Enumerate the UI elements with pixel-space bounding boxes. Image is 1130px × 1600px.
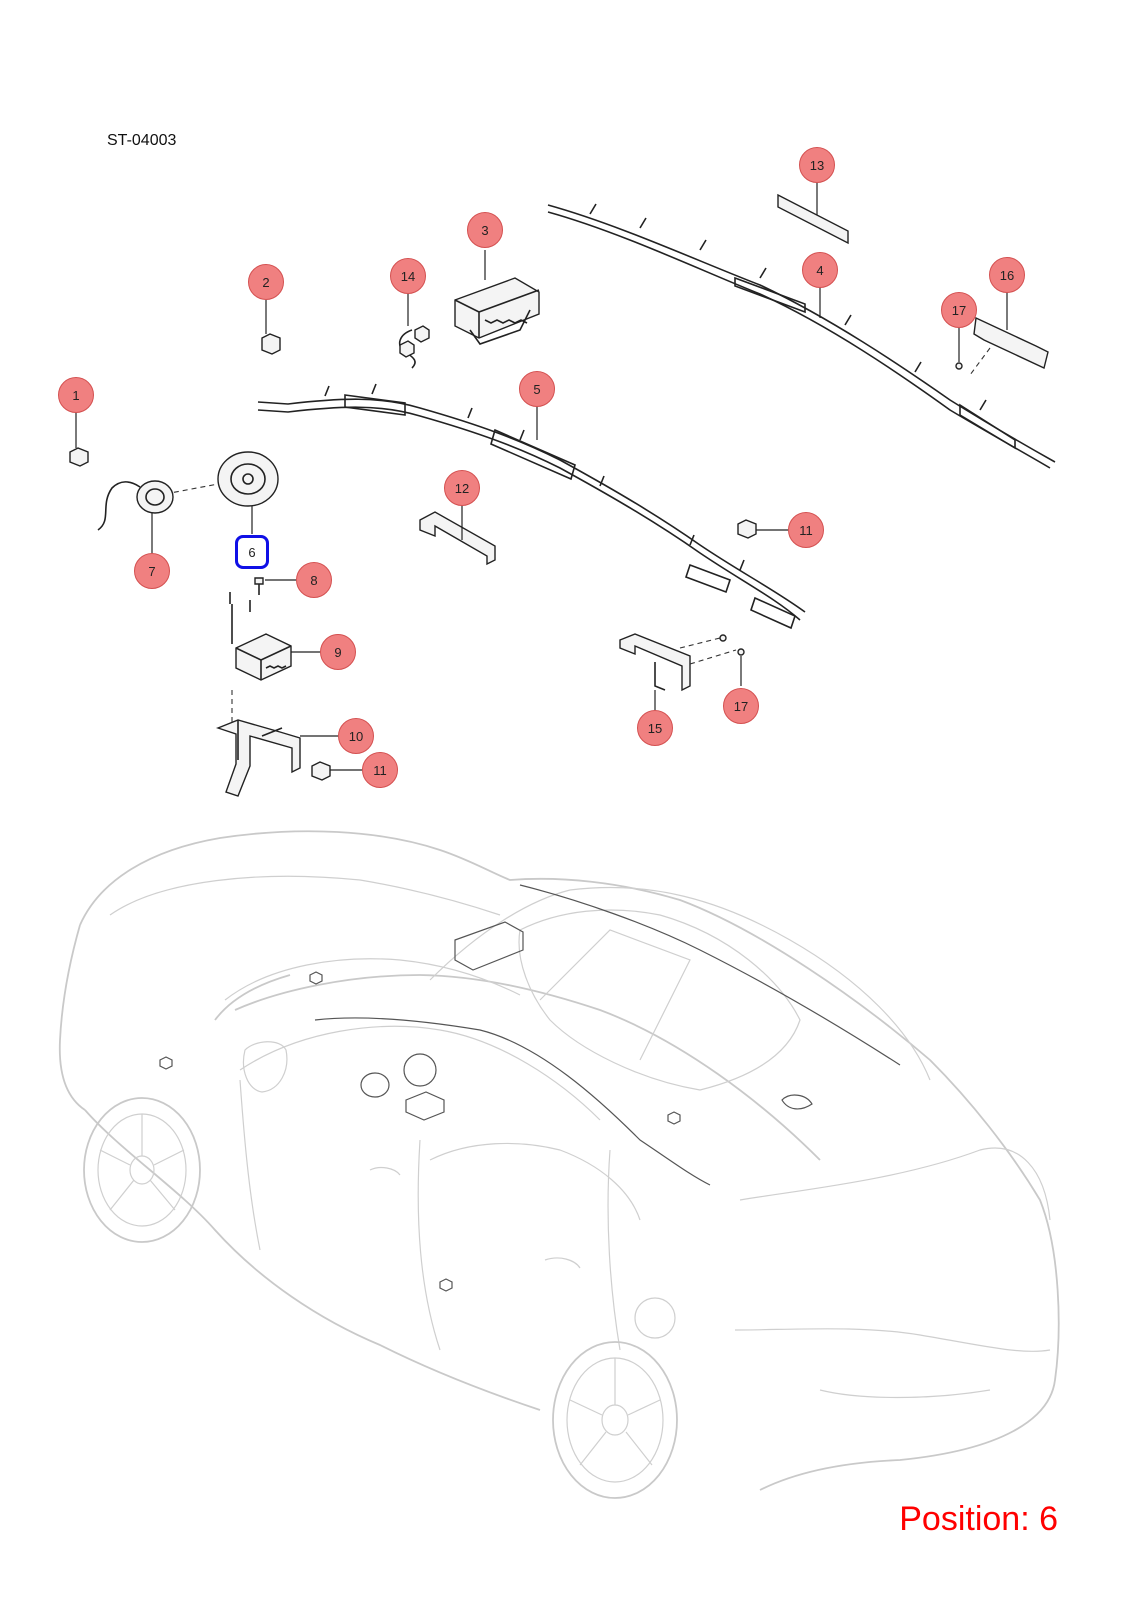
part-2-sensor bbox=[261, 300, 281, 355]
part-5-curtain-airbag-left bbox=[257, 383, 806, 630]
vehicle-outline bbox=[58, 830, 1060, 1499]
callout-7[interactable]: 7 bbox=[134, 553, 170, 589]
callout-6-selected[interactable]: 6 bbox=[235, 535, 269, 569]
part-11-sensor-upper bbox=[737, 519, 788, 539]
document-code: ST-04003 bbox=[107, 132, 177, 149]
callout-5[interactable]: 5 bbox=[519, 371, 555, 407]
part-4-curtain-airbag-right bbox=[547, 203, 1056, 469]
callout-2[interactable]: 2 bbox=[248, 264, 284, 300]
part-16-bracket bbox=[969, 292, 1049, 376]
part-15-bracket bbox=[619, 633, 737, 710]
callout-8[interactable]: 8 bbox=[296, 562, 332, 598]
part-6-driver-airbag bbox=[164, 451, 279, 534]
callout-16[interactable]: 16 bbox=[989, 257, 1025, 293]
callout-12[interactable]: 12 bbox=[444, 470, 480, 506]
callout-11-upper[interactable]: 11 bbox=[788, 512, 824, 548]
callout-10[interactable]: 10 bbox=[338, 718, 374, 754]
callout-11-lower[interactable]: 11 bbox=[362, 752, 398, 788]
part-10-bracket bbox=[215, 690, 338, 797]
part-14-harness bbox=[398, 293, 430, 369]
part-17-nut-upper bbox=[955, 328, 963, 370]
part-9-control-module bbox=[229, 592, 320, 681]
callout-3[interactable]: 3 bbox=[467, 212, 503, 248]
callout-17-upper[interactable]: 17 bbox=[941, 292, 977, 328]
part-3-passenger-airbag bbox=[454, 250, 540, 345]
part-8-bolt bbox=[254, 577, 296, 595]
part-17-nut-lower bbox=[719, 634, 745, 686]
part-12-bracket bbox=[419, 505, 496, 566]
part-7-clock-spring bbox=[97, 480, 174, 553]
callout-4[interactable]: 4 bbox=[802, 252, 838, 288]
callout-1[interactable]: 1 bbox=[58, 377, 94, 413]
callout-14[interactable]: 14 bbox=[390, 258, 426, 294]
part-1-sensor bbox=[69, 412, 89, 467]
position-label: Position: 6 bbox=[899, 1500, 1058, 1538]
callout-15[interactable]: 15 bbox=[637, 710, 673, 746]
part-13-trim-part bbox=[777, 183, 849, 245]
callout-9[interactable]: 9 bbox=[320, 634, 356, 670]
part-11-sensor-lower bbox=[311, 761, 362, 781]
callout-13[interactable]: 13 bbox=[799, 147, 835, 183]
callout-17-lower[interactable]: 17 bbox=[723, 688, 759, 724]
